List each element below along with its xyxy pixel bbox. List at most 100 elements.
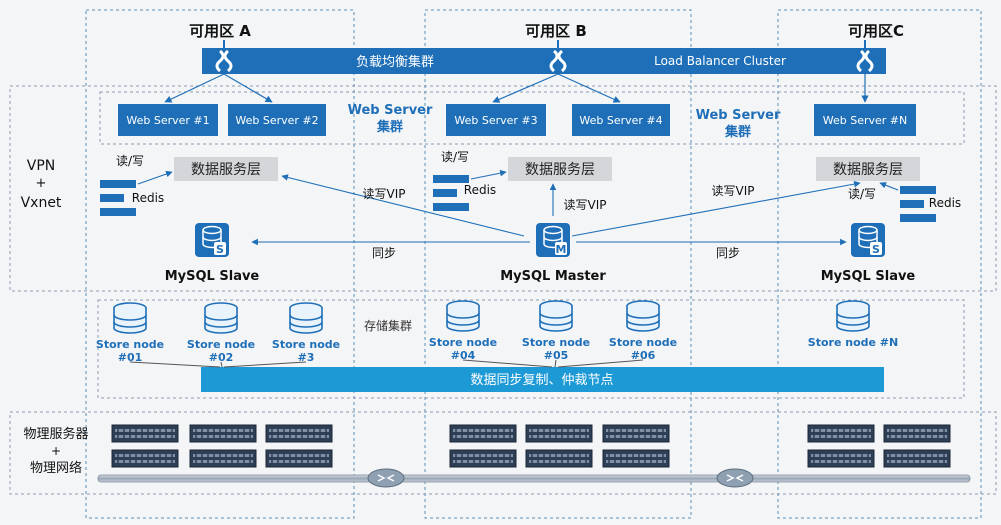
web-server-panel [99, 91, 965, 145]
store-node-01: Store node #01 [96, 302, 164, 364]
store-node-n: Store node #N [808, 300, 898, 349]
physical-server-label: 物理服务器 [23, 426, 88, 442]
store-node-02: Store node #02 [187, 302, 255, 364]
mysql-slave-a-glyph: S [216, 243, 224, 256]
vpn-vxnet-region [9, 85, 997, 292]
vxnet-label: Vxnet [21, 195, 62, 211]
physical-network-label: 物理网络 [30, 460, 82, 476]
read-write-label-c: 读/写 [848, 187, 876, 201]
mysql-slave-a-label: MySQL Slave [165, 269, 260, 284]
web-cluster-label-1-line2: 集群 [376, 119, 403, 135]
web-server-3 [446, 104, 546, 136]
store-node-01-icon [113, 302, 147, 334]
store-node-06: Store node #06 [609, 300, 677, 362]
server-rack-icon [525, 424, 593, 443]
store-node-04: Store node #04 [429, 300, 497, 362]
web-server-4-label: Web Server #4 [579, 114, 662, 127]
store-node-n-icon [836, 300, 870, 332]
store-node-01-number: #01 [118, 351, 143, 364]
storage-cluster-panel [97, 299, 965, 399]
replication-bar-label: 数据同步复制、仲裁节点 [470, 372, 613, 388]
router-icon-1 [367, 468, 405, 488]
mysql-slave-c-glyph: S [872, 243, 880, 256]
sync-label-c: 同步 [716, 246, 740, 260]
data-service-layer-c-label: 数据服务层 [833, 162, 903, 178]
store-node-02-number: #02 [209, 351, 234, 364]
data-service-layer-a [174, 157, 278, 181]
server-rack-icon [883, 449, 951, 468]
mysql-master-glyph: M [556, 243, 567, 256]
store-node-02-label: Store node [187, 338, 255, 351]
mysql-master-label: MySQL Master [500, 269, 606, 284]
read-write-vip-label-c: 读写VIP [712, 184, 755, 198]
router-icon-2 [716, 468, 754, 488]
load-balancer-en-label: Load Balancer Cluster [654, 54, 786, 68]
physical-layer-panel [9, 411, 997, 495]
server-rack-group-b [449, 424, 670, 468]
store-node-3-number: #3 [298, 351, 315, 364]
web-cluster-label-1-line1: Web Server [348, 103, 433, 118]
store-node-06-label: Store node [609, 336, 677, 349]
store-node-04-icon [446, 300, 480, 332]
storage-cluster-label: 存储集群 [364, 318, 412, 333]
store-node-06-number: #06 [631, 349, 656, 362]
server-rack-group-c [807, 424, 951, 468]
store-node-3: Store node #3 [272, 302, 340, 364]
store-node-05-icon [539, 300, 573, 332]
redis-label-a: Redis [132, 191, 164, 205]
web-cluster-label-2-line1: Web Server [696, 108, 781, 123]
web-server-1 [118, 104, 218, 136]
store-node-3-label: Store node [272, 338, 340, 351]
server-rack-icon [189, 449, 257, 468]
web-cluster-label-2-line2: 集群 [724, 124, 751, 140]
vpn-label: VPN [27, 158, 56, 174]
store-node-05-label: Store node [522, 336, 590, 349]
zone-b-boundary [424, 9, 692, 519]
redis-label-c: Redis [929, 196, 961, 210]
server-rack-icon [189, 424, 257, 443]
data-service-layer-a-label: 数据服务层 [191, 162, 261, 178]
web-server-n [814, 104, 916, 136]
store-node-04-number: #04 [451, 349, 476, 362]
mysql-slave-c-label: MySQL Slave [821, 269, 916, 284]
web-server-1-label: Web Server #1 [126, 114, 209, 127]
load-balancer-cn-label: 负载均衡集群 [356, 54, 434, 70]
data-service-layer-c [816, 157, 920, 181]
read-write-vip-label-a: 读写VIP [363, 187, 406, 201]
zone-a-title: 可用区 A [189, 22, 251, 40]
vpn-plus-label: + [36, 176, 47, 191]
read-write-label-b: 读/写 [441, 150, 469, 164]
web-server-4 [572, 104, 670, 136]
web-server-n-label: Web Server #N [823, 114, 908, 127]
server-rack-group-a [111, 424, 333, 468]
replication-bar [201, 367, 884, 392]
load-balancer-bar [202, 48, 886, 74]
server-rack-icon [525, 449, 593, 468]
store-node-05: Store node #05 [522, 300, 590, 362]
mysql-slave-a-icon: S [194, 222, 230, 258]
server-rack-icon [265, 424, 333, 443]
server-rack-icon [602, 449, 670, 468]
server-rack-icon [449, 424, 517, 443]
physical-plus-label: + [51, 444, 61, 458]
zone-c-boundary [777, 9, 982, 519]
data-service-layer-b [508, 157, 612, 181]
server-rack-icon [807, 449, 875, 468]
server-rack-icon [883, 424, 951, 443]
web-server-3-label: Web Server #3 [454, 114, 537, 127]
server-rack-icon [449, 449, 517, 468]
store-node-06-icon [626, 300, 660, 332]
server-rack-icon [602, 424, 670, 443]
server-rack-icon [265, 449, 333, 468]
store-node-05-number: #05 [544, 349, 569, 362]
redis-label-b: Redis [464, 183, 496, 197]
zone-b-title: 可用区 B [525, 22, 587, 40]
store-node-04-label: Store node [429, 336, 497, 349]
store-node-3-icon [289, 302, 323, 334]
sync-label-a: 同步 [372, 246, 396, 260]
mysql-slave-c-icon: S [850, 222, 886, 258]
server-rack-icon [111, 424, 179, 443]
store-node-01-label: Store node [96, 338, 164, 351]
zone-a-boundary [85, 9, 355, 519]
